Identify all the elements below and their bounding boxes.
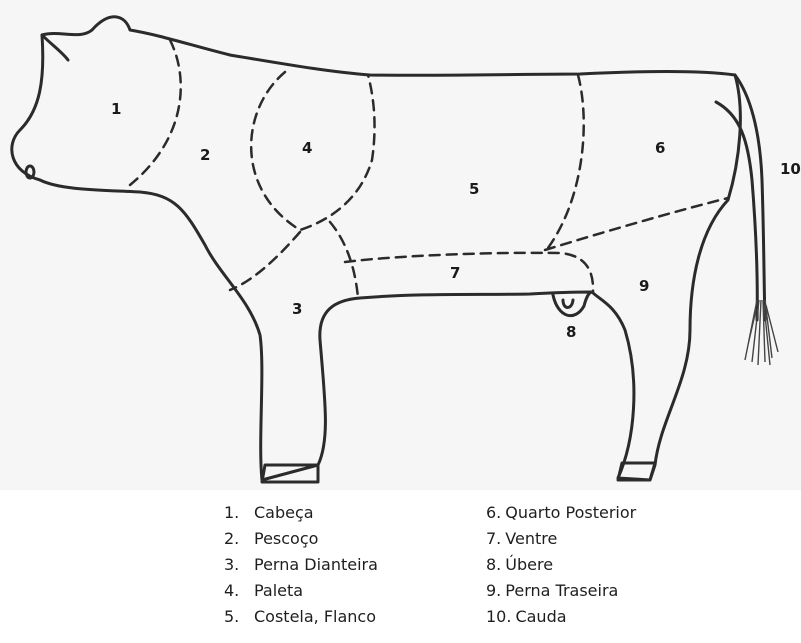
teat-1: [563, 300, 573, 308]
cut-rib-hind: [545, 75, 584, 252]
region-label-9: 9: [639, 277, 649, 295]
region-label-3: 3: [292, 300, 302, 318]
legend-item: 5.Costela, Flanco: [224, 604, 378, 630]
cut-ventre: [345, 253, 593, 292]
tail-tuft: [745, 300, 778, 365]
legend-left-column: 1.Cabeça 2.Pescoço 3.Perna Dianteira 4.P…: [224, 500, 378, 630]
legend-item: 3.Perna Dianteira: [224, 552, 378, 578]
legend-right-column: 6.Quarto Posterior 7.Ventre 8.Úbere 9.Pe…: [486, 500, 636, 630]
legend-item-name: Cauda: [515, 607, 566, 626]
legend-item: 8.Úbere: [486, 552, 636, 578]
region-label-1: 1: [111, 100, 121, 118]
legend-item-name: Úbere: [505, 555, 553, 574]
region-label-2: 2: [200, 146, 210, 164]
cow-outline: [12, 17, 741, 480]
legend-item: 4.Paleta: [224, 578, 378, 604]
cow-diagram: 1 2 3 4 5 6 7 8 9 10: [0, 0, 801, 490]
legend-item: 2.Pescoço: [224, 526, 378, 552]
legend-item-name: Ventre: [505, 529, 557, 548]
ear-outline: [42, 35, 68, 60]
region-label-4: 4: [302, 139, 312, 157]
legend-item: 10.Cauda: [486, 604, 636, 630]
legend-item: 7.Ventre: [486, 526, 636, 552]
region-label-7: 7: [450, 264, 460, 282]
legend-item-name: Quarto Posterior: [505, 503, 636, 522]
legend-item-name: Costela, Flanco: [254, 607, 376, 626]
legend-item: 9.Perna Traseira: [486, 578, 636, 604]
region-label-10: 10: [780, 160, 801, 178]
tail-outline: [716, 102, 757, 320]
legend-item-name: Perna Traseira: [505, 581, 618, 600]
cut-hind-leg: [545, 198, 728, 250]
legend-item: 1.Cabeça: [224, 500, 378, 526]
legend-item-name: Pescoço: [254, 529, 318, 548]
region-label-8: 8: [566, 323, 576, 341]
region-label-5: 5: [469, 180, 479, 198]
cut-paleta: [251, 72, 374, 230]
legend-item-name: Paleta: [254, 581, 303, 600]
legend-item-name: Perna Dianteira: [254, 555, 378, 574]
legend-item: 6.Quarto Posterior: [486, 500, 636, 526]
cut-neck-leg: [230, 232, 300, 290]
cut-head-neck: [130, 40, 181, 185]
region-label-6: 6: [655, 139, 665, 157]
legend-item-name: Cabeça: [254, 503, 314, 522]
